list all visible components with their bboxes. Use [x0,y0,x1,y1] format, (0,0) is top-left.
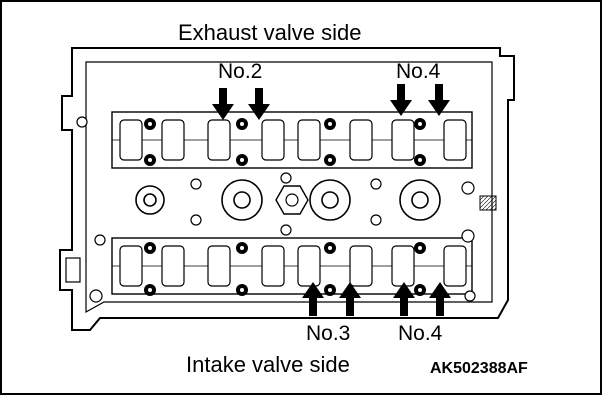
arrow-up-icon [339,282,361,316]
intake-arrows-no4 [393,282,451,316]
center-hex-nut [275,185,309,215]
exhaust-arrows-no4 [390,84,450,116]
intake-arrows-no3 [302,282,361,316]
exhaust-arrows-no2 [212,88,270,120]
figure-code: AK502388AF [430,360,528,377]
arrow-up-icon [429,282,451,316]
arrow-down-icon [428,84,450,116]
arrow-up-icon [393,282,415,316]
intake-side-label: Intake valve side [186,352,350,377]
arrow-up-icon [302,282,324,316]
inner-outline [85,61,493,314]
arrow-down-icon [390,84,412,116]
marker-no4-intake-label: No.4 [398,322,443,345]
marker-no4-exhaust-label: No.4 [396,60,441,83]
arrow-down-icon [212,88,234,120]
exhaust-side-label: Exhaust valve side [178,20,362,45]
cam-lobes [119,119,467,287]
marker-no3-label: No.3 [306,322,351,345]
marker-no2-label: No.2 [218,60,263,83]
spark-plug-wells [135,179,441,221]
arrow-down-icon [248,88,270,120]
